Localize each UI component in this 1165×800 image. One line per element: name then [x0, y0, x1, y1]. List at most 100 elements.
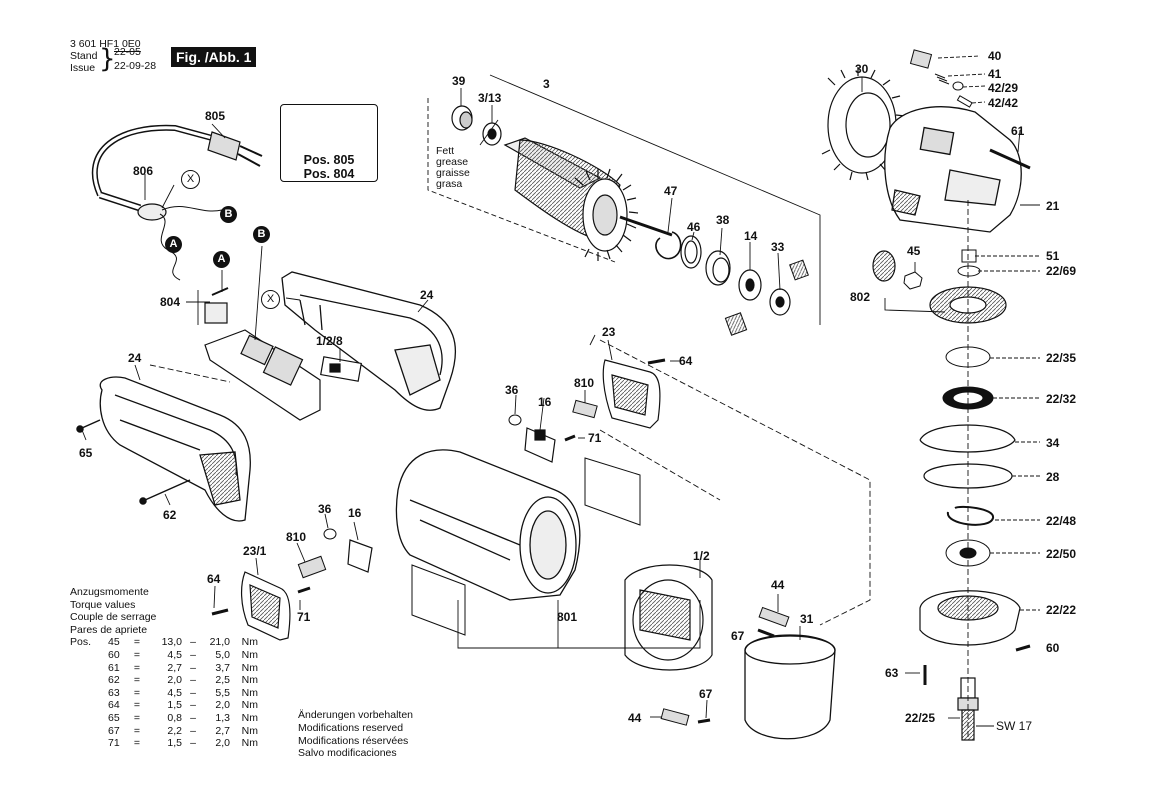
torque-min: 2,2 [167, 724, 182, 737]
modifications-de: Änderungen vorbehalten [298, 709, 414, 721]
callout-2250: 22/50 [1046, 547, 1077, 561]
callout-31: 31 [800, 612, 814, 626]
brush-44b [660, 708, 690, 726]
pad-part [724, 312, 748, 336]
torque-prefix [70, 649, 108, 662]
torque-min: 2,7 [167, 661, 182, 674]
callout-2232: 22/32 [1046, 392, 1077, 406]
torque-unit: Nm [241, 699, 258, 712]
callout-71-lower: 71 [297, 610, 311, 624]
stand-label: Stand [70, 50, 98, 62]
torque-eq: = [133, 648, 141, 661]
screw-71a [564, 434, 576, 442]
torque-dash: – [190, 686, 196, 699]
callout-44-upper: 44 [771, 578, 785, 592]
leader-lines [81, 55, 1040, 740]
callout-36-upper: 36 [505, 383, 519, 397]
callout-64-lower: 64 [207, 572, 221, 586]
callout-67-lower: 67 [699, 687, 713, 701]
air-guide-31 [744, 634, 836, 740]
torque-dash: – [190, 636, 196, 649]
brush-44a [758, 606, 790, 628]
cable-sleeve-806 [98, 191, 223, 281]
screw-60 [1015, 644, 1031, 652]
marker-b-switch: B [253, 226, 270, 243]
pad-part-2 [789, 259, 809, 281]
callout-2235: 22/35 [1046, 351, 1077, 365]
screw-62 [139, 479, 191, 505]
warning-box: Pos. 805 Pos. 804 [280, 104, 378, 182]
torque-eq: = [133, 724, 141, 737]
callout-12: 1/2 [693, 549, 710, 563]
callout-313: 3/13 [478, 91, 502, 105]
callout-47: 47 [664, 184, 678, 198]
torque-unit: Nm [241, 674, 258, 687]
torque-unit: Nm [241, 724, 258, 737]
callout-805: 805 [205, 109, 226, 123]
screw-61 [989, 148, 1031, 170]
callout-61: 61 [1011, 124, 1025, 138]
callout-802: 802 [850, 290, 871, 304]
screw-71b [297, 586, 311, 594]
callout-810-lower: 810 [286, 530, 307, 544]
callout-3: 3 [543, 77, 550, 91]
callout-4242: 42/42 [988, 96, 1019, 110]
torque-prefix [70, 712, 108, 725]
callout-24-lower: 24 [128, 351, 142, 365]
torque-unit: Nm [241, 711, 258, 724]
callout-801: 801 [557, 610, 578, 624]
marker-x-handle: X [261, 290, 280, 309]
callout-804: 804 [160, 295, 181, 309]
part-36a [508, 414, 522, 426]
callout-51: 51 [1046, 249, 1060, 263]
ring-2269 [957, 265, 981, 277]
screw-65 [76, 419, 101, 433]
callout-45: 45 [907, 244, 921, 258]
clamp-34 [919, 424, 1016, 453]
torque-title-es: Pares de apriete [70, 623, 148, 636]
torque-pos: 63 [108, 686, 120, 699]
header-brace: } [99, 44, 116, 74]
bearing-14 [738, 269, 762, 301]
cover-sheet [584, 457, 641, 526]
handle-shell-24-upper [281, 271, 457, 411]
modifications-note: Änderungen vorbehalten Modifications res… [298, 709, 413, 760]
torque-pos: 60 [108, 648, 120, 661]
torque-pos: 71 [108, 737, 120, 750]
callout-40: 40 [988, 49, 1002, 63]
torque-max: 2,7 [215, 724, 230, 737]
torque-max: 21,0 [209, 636, 230, 649]
brush-holder-16a [524, 427, 556, 463]
callout-30: 30 [855, 62, 869, 76]
torque-min: 1,5 [167, 737, 182, 750]
callout-810-upper: 810 [574, 376, 595, 390]
screw-64b [211, 608, 229, 616]
callout-sw17: SW 17 [996, 719, 1033, 733]
drawing-number: 3 601 HF1 0E0 [70, 38, 141, 50]
callout-14: 14 [744, 229, 758, 243]
torque-max: 5,5 [215, 686, 230, 699]
marker-b-cable: B [220, 206, 237, 223]
brush-holder-16b [347, 539, 373, 573]
issue-label: Issue [70, 62, 96, 74]
torque-table: Anzugsmomente Torque values Couple de se… [70, 586, 258, 750]
torque-title-en: Torque values [70, 598, 136, 611]
torque-title-fr: Couple de serrage [70, 611, 157, 624]
torque-dash: – [190, 661, 196, 674]
issue-value: 22-09-28 [114, 60, 157, 72]
torque-dash: – [190, 711, 196, 724]
modifications-fr: Modifications réservées [298, 734, 409, 747]
torque-prefix: Pos. [70, 636, 92, 649]
modifications-es: Salvo modificaciones [298, 747, 397, 760]
torque-dash: – [190, 674, 196, 687]
torque-prefix [70, 687, 108, 700]
fan-30 [821, 67, 906, 181]
torque-eq: = [133, 661, 141, 674]
torque-min: 4,5 [167, 648, 182, 661]
